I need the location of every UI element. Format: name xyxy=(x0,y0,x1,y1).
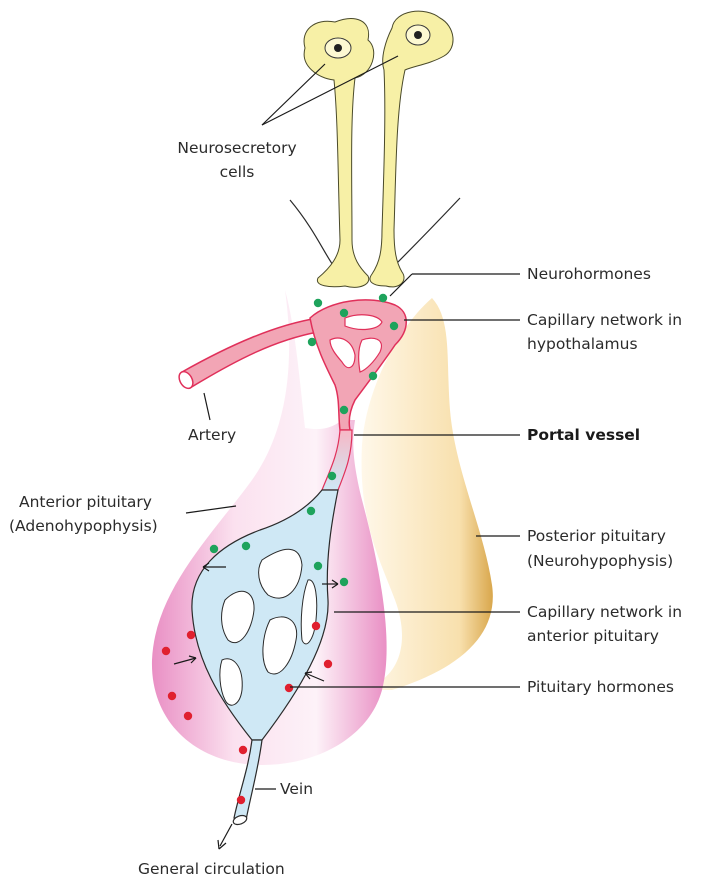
label-capillary-anterior-line1: Capillary network in xyxy=(527,603,682,621)
label-anterior-line1: Anterior pituitary xyxy=(19,493,152,511)
hypothalamus-boundary xyxy=(290,198,460,268)
pituitary-hormone-dot xyxy=(239,746,247,754)
neurohormone-dot xyxy=(308,338,316,346)
pituitary-hormone-dot xyxy=(168,692,176,700)
label-pituitary-hormones: Pituitary hormones xyxy=(527,678,674,696)
pituitary-hormone-dot xyxy=(324,660,332,668)
pituitary-hormone-dot xyxy=(187,631,195,639)
neurohormone-dot xyxy=(340,309,348,317)
label-artery: Artery xyxy=(188,426,236,444)
neurohormone-dot xyxy=(390,322,398,330)
label-posterior-line2: (Neurohypophysis) xyxy=(527,552,673,570)
label-capillary-hypothalamus-line1: Capillary network in xyxy=(527,311,682,329)
pituitary-hormone-dot xyxy=(285,684,293,692)
label-vein: Vein xyxy=(280,780,313,798)
label-posterior-line1: Posterior pituitary xyxy=(527,527,666,545)
neurohormone-dot xyxy=(307,507,315,515)
neurohormone-dot xyxy=(328,472,336,480)
label-neurohormones: Neurohormones xyxy=(527,265,651,283)
label-capillary-anterior-line2: anterior pituitary xyxy=(527,627,659,645)
pituitary-hormone-dot xyxy=(184,712,192,720)
pituitary-hormone-dot xyxy=(237,796,245,804)
neurohormone-dot xyxy=(379,294,387,302)
neurohormone-dot xyxy=(369,372,377,380)
neurohormone-dot xyxy=(242,542,250,550)
label-neurosecretory-line1: Neurosecretory xyxy=(177,139,296,157)
pituitary-hormone-dot xyxy=(312,622,320,630)
pituitary-hormone-dot xyxy=(162,647,170,655)
neurohormone-dot xyxy=(340,406,348,414)
neurosecretory-cell-right xyxy=(370,11,453,287)
label-general-circulation: General circulation xyxy=(138,860,285,878)
neurohormone-dot xyxy=(314,562,322,570)
label-anterior-line2: (Adenohypophysis) xyxy=(9,517,158,535)
label-capillary-hypothalamus-line2: hypothalamus xyxy=(527,335,638,353)
arrow-general-circulation xyxy=(218,824,232,849)
neurohormone-dot xyxy=(340,578,348,586)
neurosecretory-cell-left xyxy=(304,19,374,288)
neurohormone-dot xyxy=(314,299,322,307)
label-portal-vessel: Portal vessel xyxy=(527,426,640,444)
neurohormone-dot xyxy=(210,545,218,553)
label-neurosecretory-line2: cells xyxy=(220,163,255,181)
